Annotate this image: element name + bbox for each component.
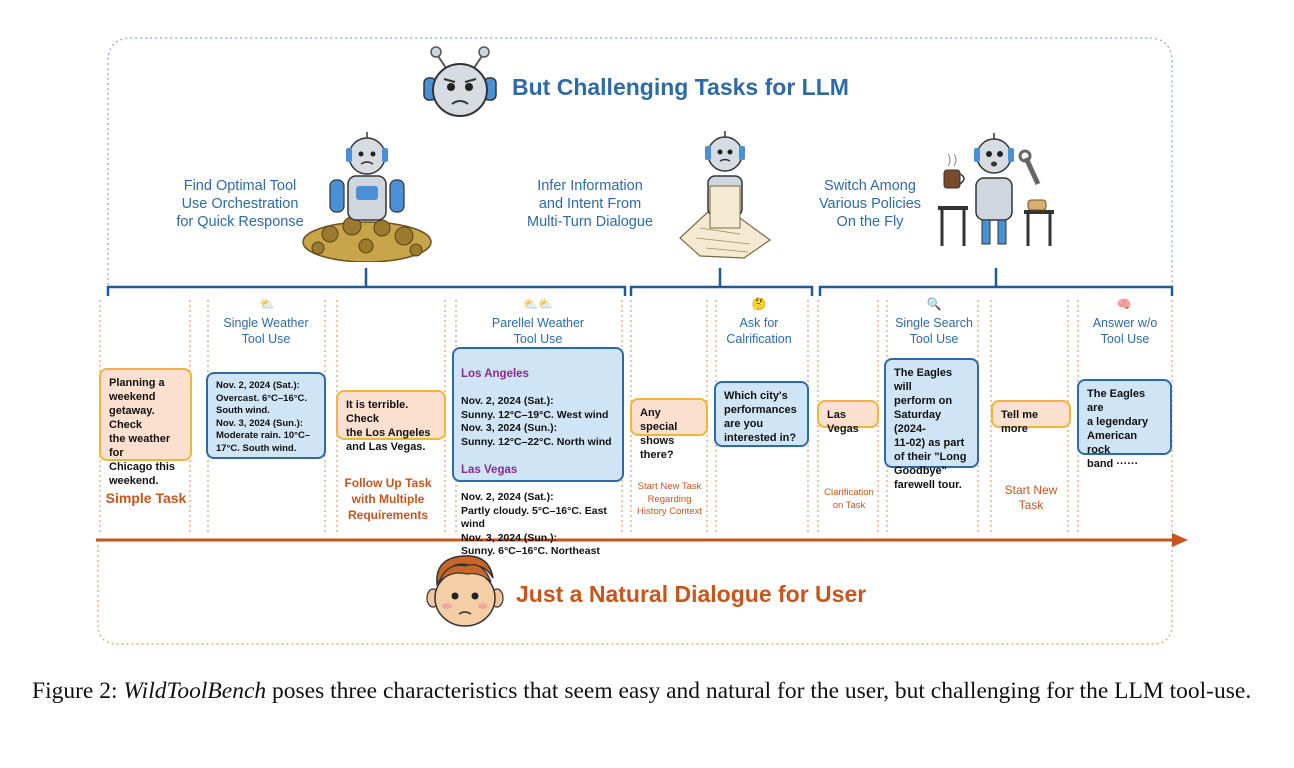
top-title: But Challenging Tasks for LLM [512,74,849,100]
step-single-search: Single Search Tool Use [895,316,973,346]
timeline-arrowhead [1172,533,1188,547]
caption-text: poses three characteristics that seem ea… [266,678,1252,704]
robot-tools-icon [938,133,1054,246]
user-message-4: Las Vegas [817,400,879,435]
step-answer-without-tool: Answer w/o Tool Use [1092,316,1158,346]
user-message-1: Planning a weekend getaway. Check the we… [99,368,192,487]
brace-3 [818,268,1174,296]
sad-robot-icon [423,46,497,117]
task-label-clarification: Clarification on Task [824,487,874,511]
brace-1 [106,268,627,296]
weather-los-angeles: Nov. 2, 2024 (Sat.): Sunny. 12°C–19°C. W… [461,395,612,448]
city-los-angeles: Los Angeles [461,368,529,380]
challenge-tool-orchestration: Find Optimal Tool Use Orchestration for … [176,178,304,230]
step-parallel-weather: Parellel Weather Tool Use [491,316,585,346]
caption-prefix: Figure 2: [32,678,124,704]
task-label-follow-up: Follow Up Task with Multiple Requirement… [344,476,432,522]
figure-caption: Figure 2: WildToolBench poses three char… [32,676,1262,707]
brace-2 [629,268,814,296]
user-message-5: Tell me more [991,400,1071,435]
step-ask-clarification: Ask for Calrification [726,316,792,346]
tool-result-2: Los Angeles Nov. 2, 2024 (Sat.): Sunny. … [452,347,624,571]
bottom-title: Just a Natural Dialogue for User [516,581,867,607]
tool-result-5: The Eagles are a legendary American rock… [1077,379,1172,470]
tool-result-3: Which city's performances are you intere… [714,381,809,447]
user-message-2: It is terrible. Check the Los Angeles an… [336,390,446,453]
caption-emphasis: WildToolBench [123,678,267,704]
llm-frame [107,37,1173,290]
brain-icon: 🧠 [1116,297,1132,311]
robot-gears-icon [302,132,432,262]
challenge-infer-intent: Infer Information and Intent From Multi-… [527,178,653,230]
step-single-weather: Single Weather Tool Use [223,316,309,346]
search-icon: 🔍 [926,297,942,311]
user-face-icon [426,555,504,627]
task-label-new-task-history: Start New Task Regarding History Context [637,481,702,517]
tool-result-1: Nov. 2, 2024 (Sat.): Overcast. 6°C–16°C.… [206,372,326,459]
challenge-switch-policies: Switch Among Various Policies On the Fly [818,178,922,230]
parallel-weather-icon: ⛅⛅ [523,297,553,311]
tool-result-4: The Eagles will perform on Saturday (202… [884,358,979,491]
user-message-3: Any special shows there? [630,398,708,461]
task-label-new-task: Start New Task [1004,483,1058,512]
city-las-vegas: Las Vegas [461,464,518,476]
thinking-face-icon: 🤔 [751,297,767,311]
robot-scrolls-icon [679,131,772,259]
task-label-simple: Simple Task [105,490,187,506]
weather-icon: ⛅ [259,297,275,311]
